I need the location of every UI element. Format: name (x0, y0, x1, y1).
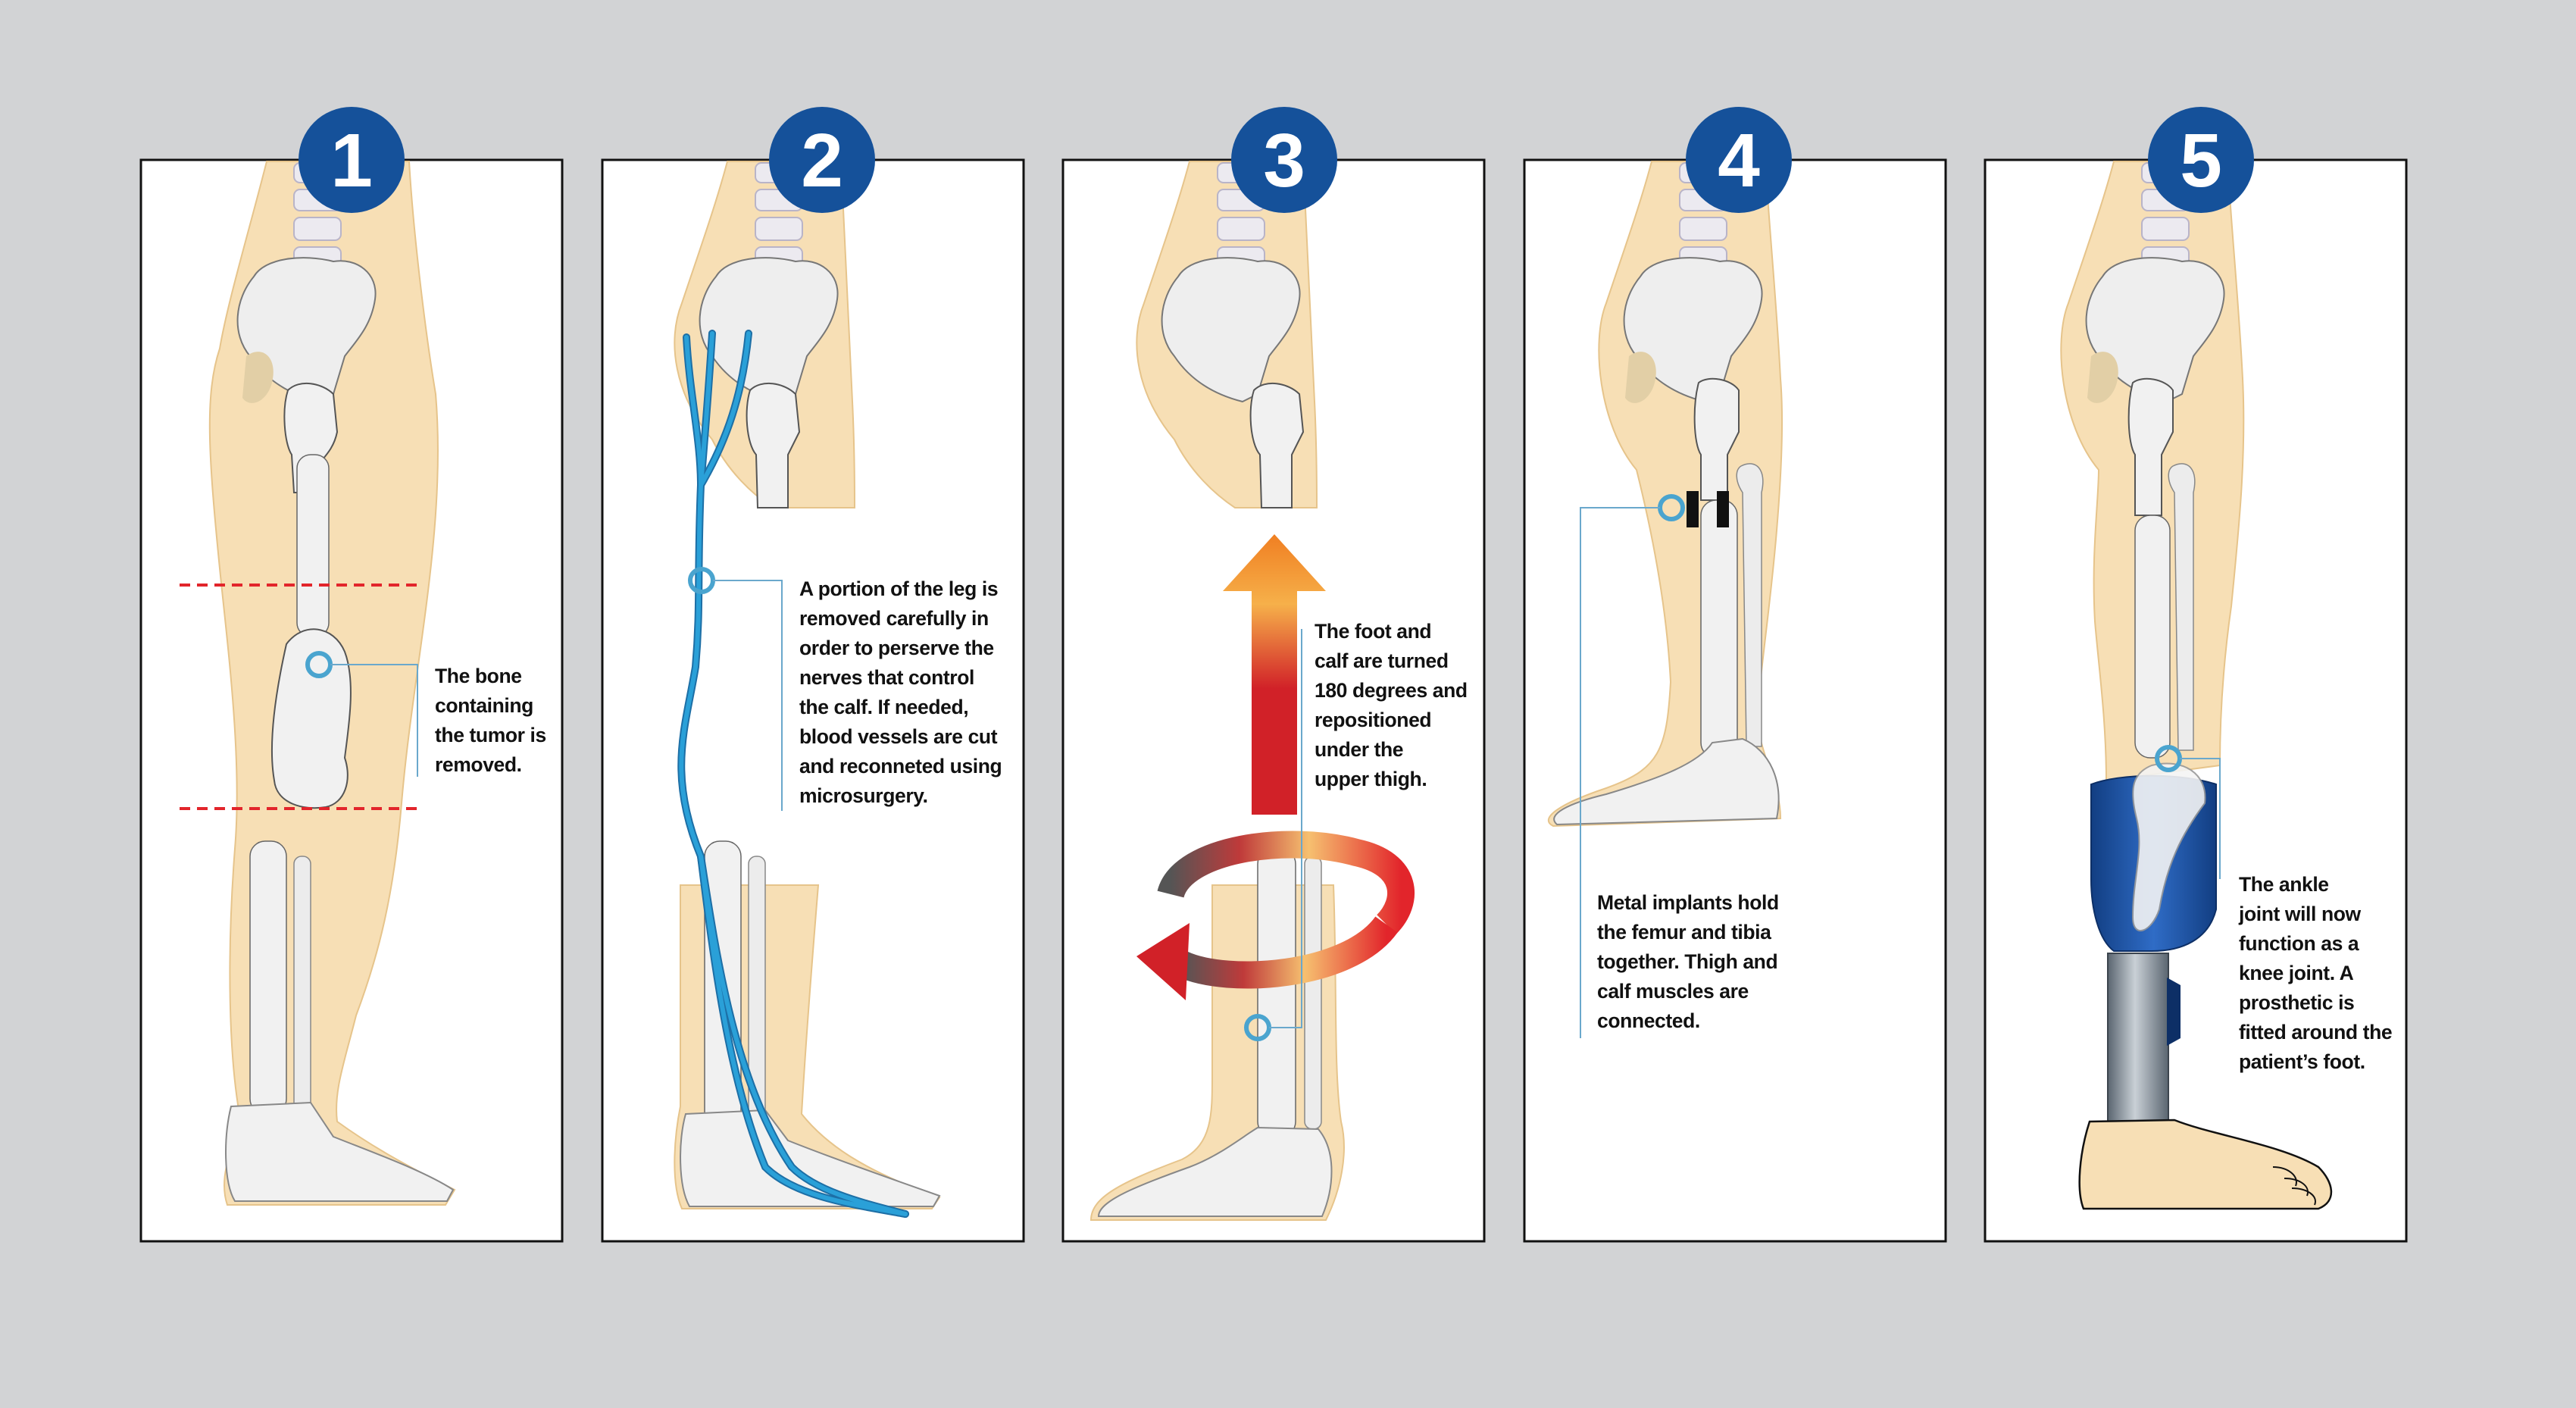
panel-3: 3 (1061, 107, 1486, 1243)
caption-line: prosthetic is (2239, 991, 2355, 1014)
tibia (249, 840, 287, 1115)
caption-line: A portion of the leg is (799, 577, 999, 600)
callout-line (330, 664, 418, 777)
caption-line: removed carefully in (799, 607, 989, 630)
femur (296, 454, 330, 637)
caption-line: microsurgery. (799, 784, 928, 807)
callout-line (713, 580, 783, 811)
panel-4: 4 (1523, 107, 1947, 1243)
femur-stump (1249, 382, 1305, 508)
foot-bones (225, 1101, 455, 1202)
panel-2: 2 (601, 107, 1025, 1243)
up-arrow (1223, 534, 1326, 815)
rotation-arrow (1176, 915, 1398, 989)
step-4-caption: Metal implants hold the femur and tibia … (1597, 888, 1779, 1036)
caption-line: joint will now (2239, 903, 2361, 925)
fibula (1736, 463, 1764, 747)
rotation-arrow-head (1136, 923, 1190, 1000)
pelvis (699, 257, 839, 403)
step-3-caption: The foot and calf are turned 180 degrees… (1315, 617, 1468, 794)
callout-line (1269, 629, 1302, 1028)
caption-line: the femur and tibia (1597, 921, 1771, 943)
caption-line: the tumor is (435, 724, 546, 746)
step-number-4: 4 (1718, 118, 1760, 203)
prosthetic-pylon-clamp (2167, 978, 2181, 1046)
femur-stump (2127, 377, 2174, 516)
step-5-caption: The ankle joint will now function as a k… (2239, 870, 2393, 1077)
pelvis (1161, 257, 1301, 403)
caption-line: calf muscles are (1597, 980, 1749, 1003)
toes (2272, 1166, 2316, 1206)
caption-line: nerves that control (799, 666, 974, 689)
rotation-ring-back (1157, 831, 1415, 934)
metal-implant (1717, 491, 1729, 527)
caption-line: calf are turned (1315, 649, 1449, 672)
hip-socket (2087, 352, 2118, 403)
callout-line (2180, 758, 2221, 879)
rotated-foot-bones (2131, 762, 2206, 932)
step-2-caption: A portion of the leg is removed carefull… (799, 574, 1002, 811)
caption-line: order to perserve the (799, 637, 994, 659)
callout-line (1580, 507, 1660, 1038)
prosthetic-pylon (2107, 953, 2169, 1125)
caption-line: containing (435, 694, 533, 717)
step-badge-3 (1231, 107, 1337, 213)
fibula (293, 856, 311, 1115)
tibia (1700, 499, 1738, 759)
step-badge-1 (299, 107, 405, 213)
fibula (1304, 856, 1322, 1130)
pelvis (1623, 257, 1763, 403)
caption-line: The bone (435, 665, 522, 687)
caption-line: 180 degrees and (1315, 679, 1468, 702)
caption-line: blood vessels are cut (799, 725, 998, 748)
metal-implant (1687, 491, 1699, 527)
hip-socket (242, 352, 274, 403)
step-number-2: 2 (801, 118, 843, 203)
caption-line: and reconneted using (799, 755, 1002, 778)
step-badge-2 (769, 107, 875, 213)
foot-bones (1097, 1126, 1333, 1217)
hip-socket (1625, 352, 1656, 403)
caption-line: the calf. If needed, (799, 696, 969, 718)
caption-line: removed. (435, 753, 522, 776)
nerves-highlight (679, 331, 908, 1216)
step-badge-5 (2148, 107, 2254, 213)
tibia (1257, 848, 1296, 1137)
caption-line: function as a (2239, 932, 2359, 955)
caption-line: repositioned (1315, 709, 1432, 731)
pelvis (2085, 257, 2225, 403)
caption-line: fitted around the (2239, 1021, 2393, 1043)
foot-bones (1553, 737, 1780, 826)
panel-5: 5 (1984, 107, 2408, 1243)
tumor-bone (270, 628, 352, 809)
step-number-1: 1 (330, 118, 373, 203)
caption-line: patient’s foot. (2239, 1050, 2365, 1073)
caption-line: knee joint. A (2239, 962, 2354, 984)
tibia (2134, 515, 2171, 759)
caption-line: Metal implants hold (1597, 891, 1779, 914)
caption-line: together. Thigh and (1597, 950, 1778, 973)
prosthetic-foot (2078, 1119, 2333, 1210)
step-1-caption: The bone containing the tumor is removed… (435, 662, 546, 780)
panel-1: 1 (139, 107, 564, 1243)
caption-line: The foot and (1315, 620, 1432, 643)
caption-line: connected. (1597, 1009, 1700, 1032)
step-number-5: 5 (2180, 118, 2222, 203)
step-number-3: 3 (1263, 118, 1305, 203)
caption-line: upper thigh. (1315, 768, 1427, 790)
femur-stump (746, 382, 801, 508)
caption-line: The ankle (2239, 873, 2329, 896)
fibula (2168, 463, 2196, 751)
caption-line: under the (1315, 738, 1404, 761)
step-badge-4 (1686, 107, 1792, 213)
foot-bones (680, 1109, 941, 1207)
